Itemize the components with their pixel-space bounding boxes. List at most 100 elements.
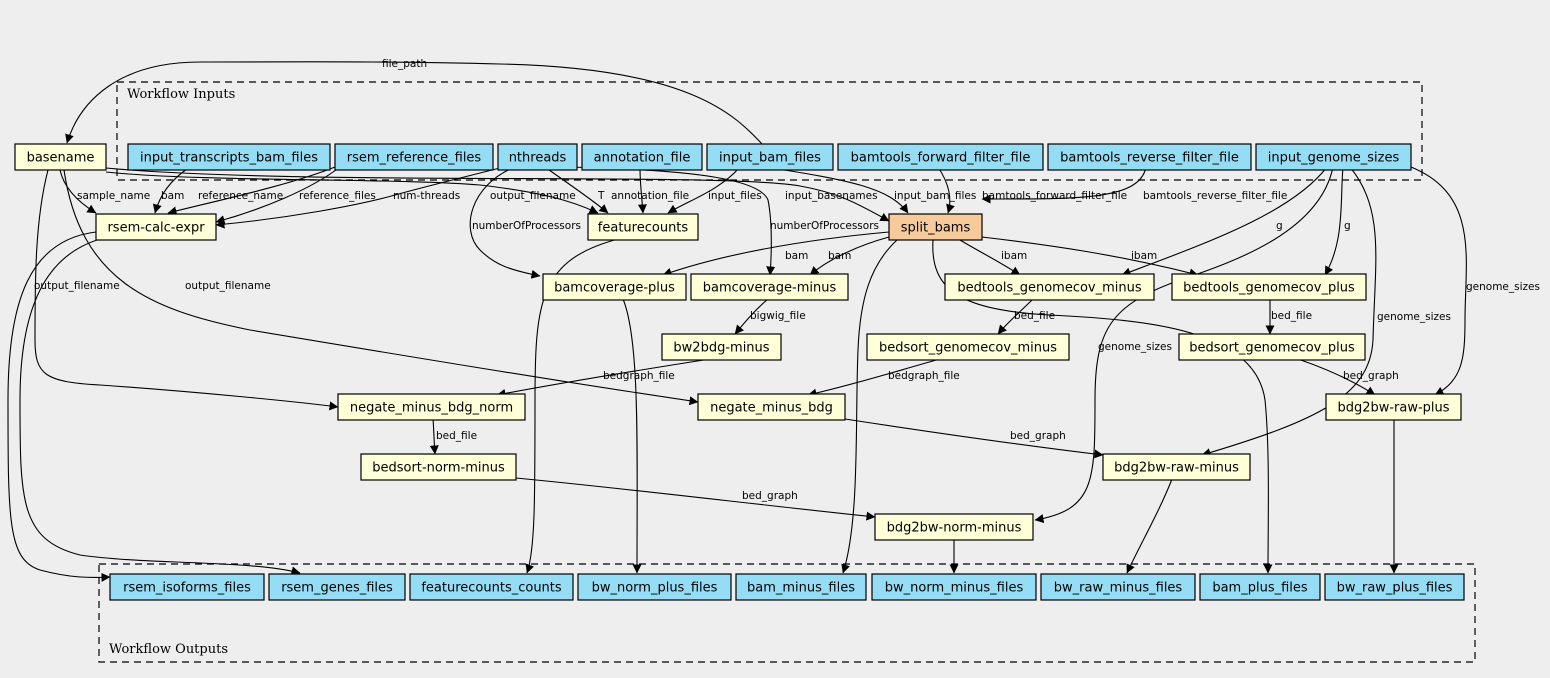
node-box — [337, 393, 526, 421]
node-box — [587, 213, 699, 241]
node-box — [706, 143, 834, 171]
node-box — [874, 513, 1034, 541]
node-bedsort-genomecov-plus[interactable]: bedsort_genomecov_plus — [1178, 333, 1366, 361]
node-bw-raw-plus-files[interactable]: bw_raw_plus_files — [1324, 573, 1465, 601]
edge-split-bams-to-bamcoverage-minus: bam — [809, 236, 890, 276]
edge-negate-to-bdg2bw-raw-minus: bed_graph — [844, 418, 1104, 459]
node-box — [1178, 333, 1366, 361]
edge-label-forward-filter: bamtools_forward_filter_file — [982, 190, 1127, 202]
node-box — [697, 393, 846, 421]
edge-genome-sizes-to-bdg2bw-raw-minus: genome_sizes — [1201, 166, 1451, 457]
node-bedtools-genomecov-minus[interactable]: bedtools_genomecov_minus — [944, 273, 1155, 301]
node-label: rsem_genes_files — [281, 581, 393, 596]
node-rsem-calc-expr[interactable]: rsem-calc-expr — [95, 213, 217, 241]
workflow-inputs-cluster: Workflow Inputs — [116, 81, 1423, 181]
edge-label-reference-files: reference_files — [299, 190, 376, 202]
node-label: negate_minus_bdg_norm — [350, 401, 513, 416]
node-input-bam-files[interactable]: input_bam_files — [706, 143, 834, 171]
edge-label-bam: bam — [161, 190, 184, 202]
node-label: featurecounts — [598, 221, 689, 236]
edge-bamcoverage-minus-to-bw2bdg-minus: bigwig_file — [734, 298, 806, 335]
edge-label-output-filename-2: output_filename — [34, 280, 120, 292]
node-bdg2bw-raw-minus[interactable]: bdg2bw-raw-minus — [1102, 453, 1251, 481]
node-bedtools-genomecov-plus[interactable]: bedtools_genomecov_plus — [1171, 273, 1367, 301]
node-label: basename — [27, 151, 95, 166]
node-bdg2bw-norm-minus[interactable]: bdg2bw-norm-minus — [874, 513, 1034, 541]
node-bw-norm-plus-files[interactable]: bw_norm_plus_files — [577, 573, 732, 601]
edge-bedsort-plus-to-bdg2bw-raw-plus: bed_graph — [1297, 358, 1399, 396]
node-bamcoverage-minus[interactable]: bamcoverage-minus — [690, 273, 849, 301]
node-negate-minus-bdg-norm[interactable]: negate_minus_bdg_norm — [337, 393, 526, 421]
node-bdg2bw-raw-plus[interactable]: bdg2bw-raw-plus — [1325, 393, 1462, 421]
node-featurecounts[interactable]: featurecounts — [587, 213, 699, 241]
node-label: rsem_reference_files — [347, 151, 482, 166]
node-featurecounts-counts[interactable]: featurecounts_counts — [409, 573, 574, 601]
edge-bamcoverage-plus-to-bw-norm-plus — [622, 298, 642, 574]
node-label: featurecounts_counts — [421, 581, 562, 596]
node-rsem-isoforms-files[interactable]: rsem_isoforms_files — [109, 573, 265, 601]
node-bam-minus-files[interactable]: bam_minus_files — [735, 573, 867, 601]
node-bamtools-forward-filter-file[interactable]: bamtools_forward_filter_file — [837, 143, 1044, 171]
node-label: annotation_file — [594, 151, 691, 166]
node-label: bw_raw_plus_files — [1337, 581, 1453, 596]
node-annotation-file[interactable]: annotation_file — [581, 143, 703, 171]
edge-annotation-to-featurecounts: annotation_file — [611, 166, 689, 214]
edge-label-g-1: g — [1276, 220, 1283, 232]
node-bw2bdg-minus[interactable]: bw2bdg-minus — [661, 333, 782, 361]
workflow-inputs-title: Workflow Inputs — [127, 87, 235, 102]
node-rsem-genes-files[interactable]: rsem_genes_files — [268, 573, 406, 601]
node-bw-norm-minus-files[interactable]: bw_norm_minus_files — [871, 573, 1037, 601]
edge-label-bigwig-file: bigwig_file — [750, 310, 806, 322]
edge-label-genome-sizes-1: genome_sizes — [1098, 341, 1172, 353]
node-box — [334, 143, 494, 171]
edge-nthreads-to-featurecounts: T — [544, 166, 609, 214]
node-box — [268, 573, 406, 601]
node-box — [661, 333, 782, 361]
node-box — [1040, 573, 1196, 601]
node-basename[interactable]: basename — [14, 143, 107, 171]
edge-rsem-reference-to-rsem-reference-files: reference_files — [215, 166, 376, 225]
node-box — [735, 573, 867, 601]
node-box — [127, 143, 331, 171]
node-box — [866, 333, 1070, 361]
node-box — [1171, 273, 1367, 301]
edge-label-bed-file-3: bed_file — [436, 430, 477, 442]
node-label: bedsort_genomecov_plus — [1189, 341, 1355, 356]
node-input-transcripts-bam-files[interactable]: input_transcripts_bam_files — [127, 143, 331, 171]
edge-input-bam-to-featurecounts: input_files — [667, 166, 762, 214]
node-bedsort-genomecov-minus[interactable]: bedsort_genomecov_minus — [866, 333, 1070, 361]
node-bam-plus-files[interactable]: bam_plus_files — [1199, 573, 1321, 601]
node-label: bedtools_genomecov_minus — [957, 281, 1142, 296]
edge-rsem-to-isoforms-files — [7, 231, 111, 582]
node-label: bamcoverage-plus — [554, 281, 675, 296]
node-bedsort-norm-minus[interactable]: bedsort-norm-minus — [360, 453, 517, 481]
node-bamtools-reverse-filter-file[interactable]: bamtools_reverse_filter_file — [1047, 143, 1252, 171]
edge-bedsort-minus-to-negate: bedgraph_file — [807, 358, 960, 398]
workflow-outputs-cluster: Workflow Outputs — [98, 563, 1476, 663]
edge-label-bed-file-2: bed_file — [1271, 310, 1312, 322]
node-label: bw_raw_minus_files — [1054, 581, 1183, 596]
edge-label-bedgraph-file-2: bedgraph_file — [888, 370, 960, 382]
edge-input-bam-files-to-basename: file_path — [65, 58, 764, 146]
node-split-bams[interactable]: split_bams — [888, 213, 983, 241]
node-label: bamtools_reverse_filter_file — [1060, 151, 1239, 166]
node-bamcoverage-plus[interactable]: bamcoverage-plus — [542, 273, 687, 301]
node-box — [1199, 573, 1321, 601]
edge-label-reference-name: reference_name — [198, 190, 283, 202]
node-label: rsem-calc-expr — [107, 221, 205, 236]
node-label: input_genome_sizes — [1268, 151, 1400, 166]
edge-label-genome-sizes-3: genome_sizes — [1466, 281, 1540, 293]
edge-featurecounts-to-counts — [525, 238, 619, 574]
edge-basename-to-negate-norm: output_filename — [34, 169, 339, 411]
node-nthreads[interactable]: nthreads — [497, 143, 578, 171]
node-box — [871, 573, 1037, 601]
edge-label-bed-graph-3: bed_graph — [742, 490, 798, 502]
edge-label-number-of-processors-1: numberOfProcessors — [472, 220, 581, 232]
node-bw-raw-minus-files[interactable]: bw_raw_minus_files — [1040, 573, 1196, 601]
node-label: bedsort_genomecov_minus — [879, 341, 1057, 356]
edge-bedsort-norm-to-bdg2bw-norm-minus: bed_graph — [515, 477, 876, 521]
node-negate-minus-bdg[interactable]: negate_minus_bdg — [697, 393, 846, 421]
node-box — [14, 143, 107, 171]
node-input-genome-sizes[interactable]: input_genome_sizes — [1255, 143, 1412, 171]
node-rsem-reference-files[interactable]: rsem_reference_files — [334, 143, 494, 171]
